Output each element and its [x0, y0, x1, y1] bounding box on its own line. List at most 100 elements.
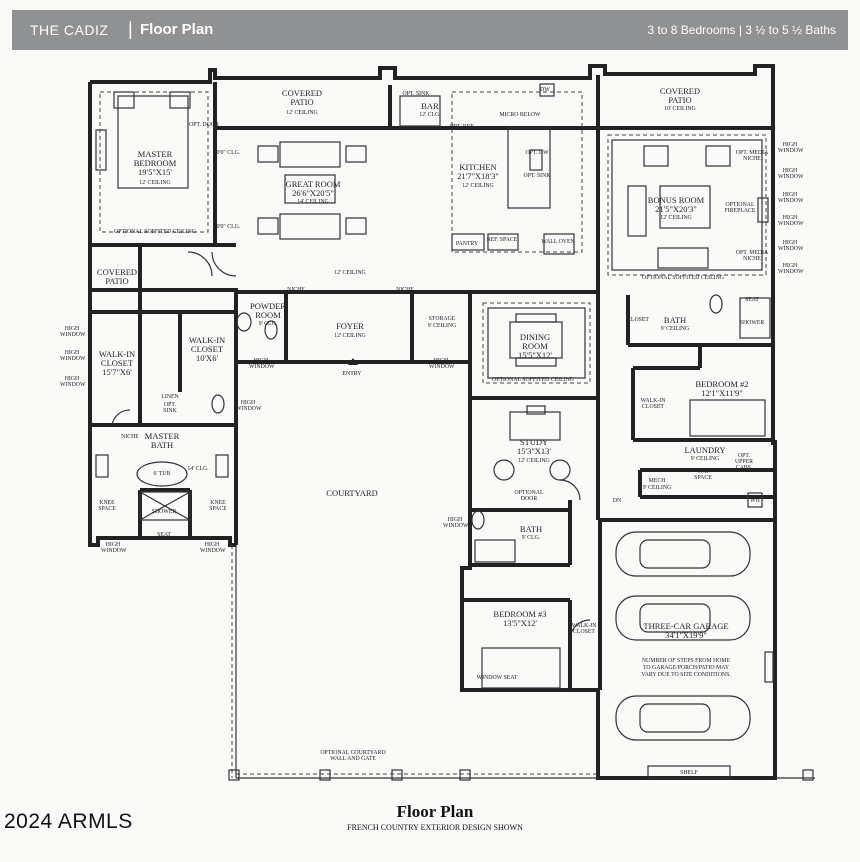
label-text: CLOSET [100, 357, 134, 368]
header-specs: 3 to 8 Bedrooms | 3 ½ to 5 ½ Baths [647, 23, 836, 37]
mech-label: MECH [648, 478, 666, 484]
laundry-label: LAUNDRY [684, 445, 726, 455]
bonus-room-furniture [627, 145, 769, 269]
floor-plan-caption-title: Floor Plan [396, 802, 474, 821]
bar-ceiling: 12' CLG. [419, 112, 441, 118]
niche-3-label: NICHE [121, 434, 139, 440]
study-ceiling: 12' CEILING [518, 458, 550, 464]
header-bar: THE CADIZ | Floor Plan 3 to 8 Bedrooms |… [12, 10, 848, 50]
floor-plan-caption-subtitle: FRENCH COUNTRY EXTERIOR DESIGN SHOWN [347, 823, 523, 832]
label-text: GREAT ROOM [285, 179, 341, 189]
label-text: WALK-IN [98, 349, 136, 359]
master-bedroom-furniture [95, 91, 191, 189]
label-text: CLOSET [642, 404, 664, 411]
label-text: BEDROOM [133, 157, 177, 168]
shower-master-label: SHOWER [151, 509, 177, 515]
high-window-label: HIGH WINDOW [429, 358, 455, 371]
high-window-label: HIGH WINDOW [778, 142, 804, 155]
knee-space-left-label: KNEE SPACE [98, 500, 116, 513]
header-separator: | [128, 19, 133, 39]
wd-space-label: W/D SPACE [694, 469, 712, 482]
covered-patio-right-ceiling: 10' CEILING [664, 106, 696, 112]
label-text: KITCHEN [459, 162, 497, 172]
high-window-label: HIGH WINDOW [778, 192, 804, 205]
label-text: ROOM [255, 309, 281, 320]
clg-10b-label: 10'0" CLG. [213, 224, 241, 230]
label-text: WALK-IN [571, 623, 597, 629]
label-text: MASTER [144, 431, 180, 441]
label-text: PATIO [290, 96, 314, 107]
label-text: WALK-IN [188, 335, 226, 345]
clg-14-label: 14' CLG. [187, 466, 209, 472]
foyer-label: FOYER [336, 321, 364, 331]
optional-soffited-dining: OPTIONAL SOFFITED CEILING [492, 377, 574, 383]
master-bedroom-ceiling: 12' CEILING [139, 180, 171, 186]
garage-cars [615, 492, 774, 779]
label-text: PATIO [668, 94, 692, 105]
bar-opt-sink: OPT. SINK [402, 91, 430, 97]
high-window-label: HIGH WINDOW [778, 240, 804, 253]
label-text: STUDY [519, 437, 549, 447]
bath-top-ceiling: 9' CEILING [660, 326, 690, 332]
kitchen-ceiling: 12' CEILING [462, 183, 494, 189]
bath-top-label: BATH [663, 315, 687, 325]
high-window-label: HIGH WINDOW [778, 215, 804, 228]
garage-note-2: TO GARAGE/PORCH/PATIO MAY [642, 665, 730, 671]
label-text: COVERED [281, 88, 323, 98]
copyright-watermark: 2024 ARMLS [4, 810, 133, 833]
high-window-label: HIGH WINDOW [236, 400, 262, 413]
label-text: 21'5"X20'3" [655, 203, 697, 214]
label-text: DINING [519, 332, 551, 342]
bath-fixtures [211, 294, 771, 563]
bedroom-beds [481, 399, 766, 689]
dn-label: DN [612, 498, 622, 504]
clg-10-label: 10'0" CLG. [213, 150, 241, 156]
label-text: 19'5"X15' [138, 166, 172, 177]
optional-door-label: OPTIONAL DOOR [514, 490, 544, 503]
linen-label: LINEN [161, 394, 179, 400]
great-room-furniture [257, 141, 367, 240]
ceiling-12-label: 12' CEILING [334, 270, 366, 276]
optional-fireplace: OPTIONAL FIREPLACE [724, 202, 756, 215]
label-text: CLOSET [190, 343, 224, 354]
label-text: COVERED [96, 267, 138, 277]
laundry-ceiling: 9' CEILING [690, 456, 720, 462]
label-text: 34'1"X19'9" [665, 629, 707, 640]
opt-media-niche-bottom: OPT. MEDIA NICHE [735, 250, 769, 263]
label-text: BONUS ROOM [647, 195, 705, 205]
opt-door-label: OPT. DOOR [189, 122, 219, 128]
opt-upper-cabs-label: OPT. UPPER CABS. [734, 453, 754, 472]
bonus-room-ceiling: 12' CEILING [660, 215, 692, 221]
label-text: 15'7"X6' [102, 366, 132, 377]
pantry-label: PANTRY [455, 241, 479, 247]
knee-space-right-label: KNEE SPACE [209, 500, 227, 513]
high-window-label: HIGH WINDOW [778, 168, 804, 181]
label-text: COVERED [659, 86, 701, 96]
label-text: 15'3"X13' [517, 445, 551, 456]
kitchen-fixtures [399, 83, 575, 255]
entry-label: ENTRY [342, 371, 362, 377]
label-text: CLOSET [573, 629, 595, 636]
brand-name: THE CADIZ [30, 22, 109, 38]
powder-room-ceiling: 9' CLG. [258, 321, 278, 327]
opt-media-niche-top: OPT. MEDIA NICHE [735, 150, 769, 163]
courtyard-label: COURTYARD [326, 488, 378, 498]
high-window-label: HIGH WINDOW [60, 326, 86, 339]
label-text: THREE-CAR GARAGE [643, 621, 729, 631]
tub-label: 6' TUB [153, 471, 171, 477]
bath-bottom-ceiling: 9' CLG. [521, 535, 541, 541]
niche-2-label: NICHE [396, 287, 414, 293]
door-swings [111, 251, 591, 641]
label-text: 21'7"X18'3" [457, 170, 499, 181]
label-text: ROOM [522, 340, 548, 351]
